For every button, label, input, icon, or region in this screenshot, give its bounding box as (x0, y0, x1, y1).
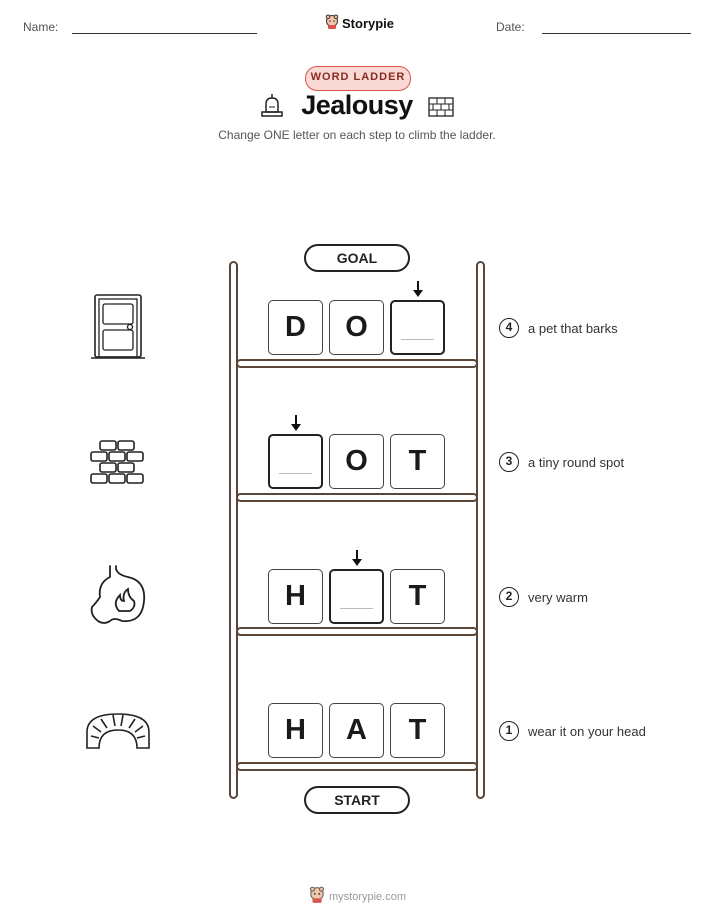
blank-letter-input[interactable] (390, 300, 445, 355)
date-field[interactable] (542, 33, 691, 34)
letter-tile: T (390, 703, 445, 758)
ladder-right-rail (476, 261, 485, 799)
step-number: 1 (499, 721, 519, 741)
step-number: 4 (499, 318, 519, 338)
brick-wall-small-icon (428, 97, 454, 122)
letter-tile: D (268, 300, 323, 355)
goal-label: GOAL (304, 244, 410, 272)
step-number: 2 (499, 587, 519, 607)
blank-letter-input[interactable] (329, 569, 384, 624)
brick-wall-icon (88, 438, 148, 486)
letter-tile: H (268, 569, 323, 624)
down-arrow-icon (411, 280, 425, 298)
storypie-mascot-icon (325, 14, 339, 33)
start-label: START (304, 786, 410, 814)
instructions: Change ONE letter on each step to climb … (218, 128, 496, 142)
clue-text: a pet that barks (528, 321, 618, 336)
down-arrow-icon (289, 414, 303, 432)
ladder-rung (236, 627, 478, 636)
letter-tile: T (390, 434, 445, 489)
letter-tile: H (268, 703, 323, 758)
letter-tile: O (329, 300, 384, 355)
stone-bridge-icon (85, 710, 151, 750)
name-label: Name: (23, 20, 59, 34)
footer-url: mystorypie.com (329, 890, 407, 903)
heartburn-stomach-icon (88, 563, 148, 629)
brand-name: Storypie (342, 16, 395, 31)
bell-icon (259, 92, 285, 125)
ladder-rung (236, 359, 478, 368)
blank-letter-input[interactable] (268, 434, 323, 489)
ladder-left-rail (229, 261, 238, 799)
clue-text: a tiny round spot (528, 455, 625, 470)
footer: mystorypie.com (309, 886, 406, 907)
name-field[interactable] (72, 33, 257, 34)
word-ladder-badge: WORD LADDER (305, 66, 411, 91)
page-title: Jealousy (301, 90, 413, 120)
ladder-rung (236, 762, 478, 771)
down-arrow-icon (350, 549, 364, 567)
brand-logo: Storypie (325, 14, 394, 33)
letter-tile: T (390, 569, 445, 624)
storypie-mascot-icon (309, 886, 325, 907)
step-number: 3 (499, 452, 519, 472)
letter-tile: A (329, 703, 384, 758)
clue-text: wear it on your head (528, 724, 646, 739)
door-icon (89, 292, 147, 362)
letter-tile: O (329, 434, 384, 489)
ladder-rung (236, 493, 478, 502)
date-label: Date: (496, 20, 525, 34)
clue-text: very warm (528, 590, 588, 605)
